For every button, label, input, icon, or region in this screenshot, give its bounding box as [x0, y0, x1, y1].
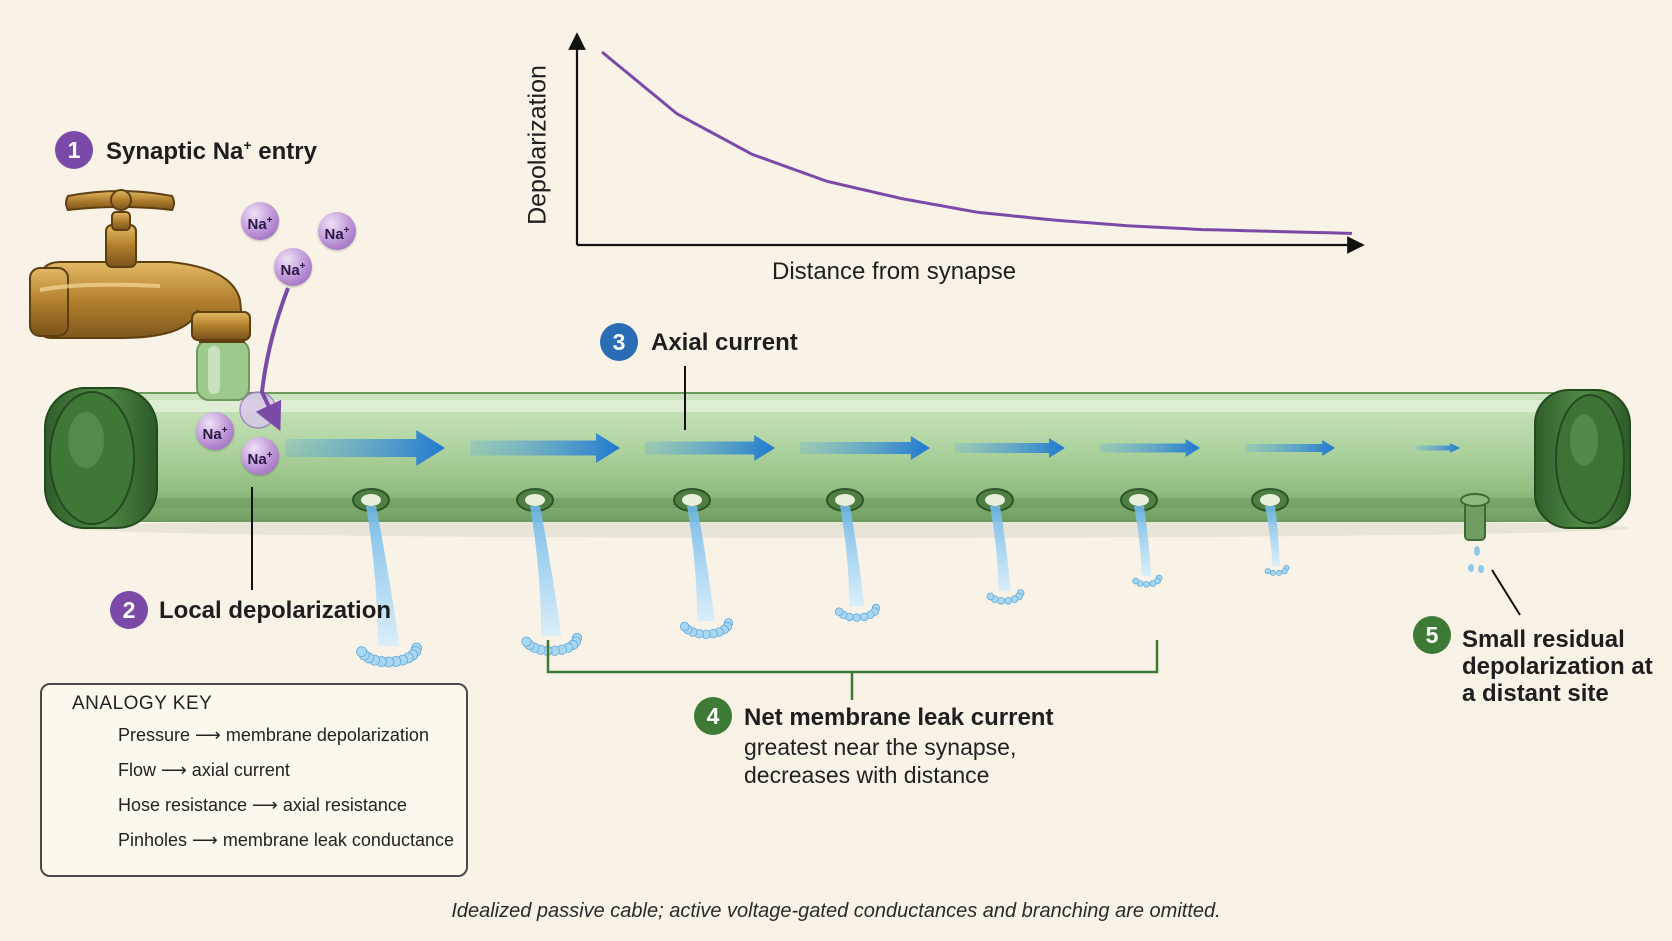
axial-current-label: Axial current: [651, 329, 798, 356]
distant-site-nozzle: [1460, 493, 1490, 573]
residual-line-3: a distant site: [1462, 680, 1609, 707]
leak-stream: [1264, 506, 1290, 576]
step-5-badge: 5: [1413, 616, 1451, 654]
residual-line-1: Small residual: [1462, 626, 1625, 653]
figure-caption: Idealized passive cable; active voltage-…: [451, 900, 1221, 922]
analogy-key-title: ANALOGY KEY: [72, 693, 213, 714]
step-4-badge: 4: [694, 697, 732, 735]
leak-current-title: Net membrane leak current: [744, 704, 1054, 731]
axial-current-arrow: [645, 435, 775, 461]
leak-current-line-2: decreases with distance: [744, 762, 990, 788]
leak-stream: [521, 506, 583, 656]
axial-current-arrow: [1245, 440, 1335, 456]
leak-stream: [986, 506, 1025, 605]
analogy-key-box: [40, 683, 468, 877]
chart-y-axis-label: Depolarization: [523, 65, 552, 225]
step-2-badge: 2: [110, 591, 148, 629]
step-1-badge: 1: [55, 131, 93, 169]
leak-stream: [356, 506, 423, 668]
axial-current-arrow: [955, 438, 1065, 458]
leak-stream: [834, 506, 881, 622]
sodium-ion: Na+: [241, 202, 279, 240]
membrane-leak-streams: [352, 488, 1290, 668]
axial-current-arrow: [800, 436, 930, 460]
hose-left-cap: [44, 387, 158, 529]
axial-current-arrow: [1415, 443, 1460, 453]
key-row-resistance: Hose resistance ⟶ axial resistance: [118, 795, 407, 815]
leak-stream: [679, 506, 734, 640]
residual-leader: [1491, 569, 1521, 616]
sodium-ion: Na+: [274, 248, 312, 286]
key-row-pressure: Pressure ⟶ membrane depolarization: [118, 725, 429, 745]
hose-right-cap: [1534, 389, 1631, 529]
depolarization-decay-curve: [601, 50, 1353, 235]
axial-current-arrows: [285, 430, 1460, 466]
faucet: [29, 189, 251, 401]
axial-current-arrow: [1100, 439, 1200, 457]
leak-bracket: [546, 640, 1159, 700]
axial-current-arrow: [470, 433, 620, 463]
key-row-flow: Flow ⟶ axial current: [118, 760, 290, 780]
step-3-badge: 3: [600, 323, 638, 361]
axial-current-arrow: [285, 430, 445, 466]
pinhole: [1251, 488, 1289, 512]
local-depolarization-label: Local depolarization: [159, 597, 392, 624]
chart-x-axis-label: Distance from synapse: [772, 258, 1017, 285]
pinhole: [826, 488, 864, 512]
sodium-entry-arrow: [255, 287, 290, 432]
leak-stream: [1132, 506, 1163, 588]
key-row-pinholes: Pinholes ⟶ membrane leak conductance: [118, 830, 454, 850]
leak-current-line-1: greatest near the synapse,: [744, 734, 1017, 760]
pinhole: [516, 488, 554, 512]
sodium-ion: Na+: [318, 212, 356, 250]
synaptic-entry-label: Synaptic Na+ entry: [106, 137, 317, 165]
hose: [29, 189, 1631, 668]
sodium-ion: Na+: [196, 412, 234, 450]
sodium-ion: Na+: [241, 437, 279, 475]
depolarization-chart: [568, 32, 1365, 254]
residual-line-2: depolarization at: [1462, 653, 1653, 680]
